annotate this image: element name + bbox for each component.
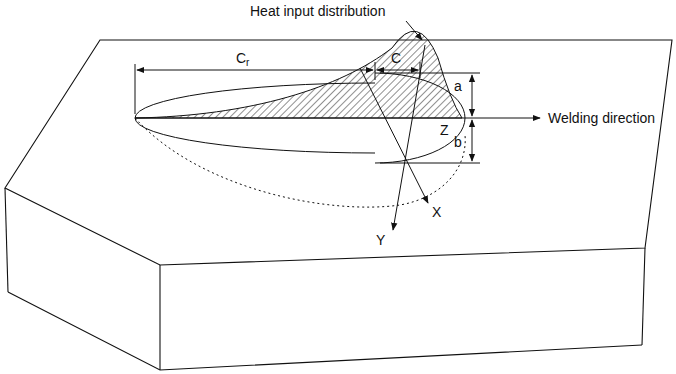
axis-label: Y [376,232,385,248]
dimension-label: C [236,50,246,66]
dimension-label: a [454,78,462,94]
dimension-label: C [391,50,401,66]
direction-label: Welding direction [548,110,655,126]
dimension-label: b [454,134,462,150]
subscript-label: r [246,57,249,69]
ellipsoid-outline [135,73,465,207]
callout-text: Heat input distribution [250,3,385,19]
heat-distribution [135,31,462,118]
axis-label: X [432,204,441,220]
dimension-lines [135,21,480,163]
axis-label: Z [440,122,449,138]
axes [135,45,540,230]
